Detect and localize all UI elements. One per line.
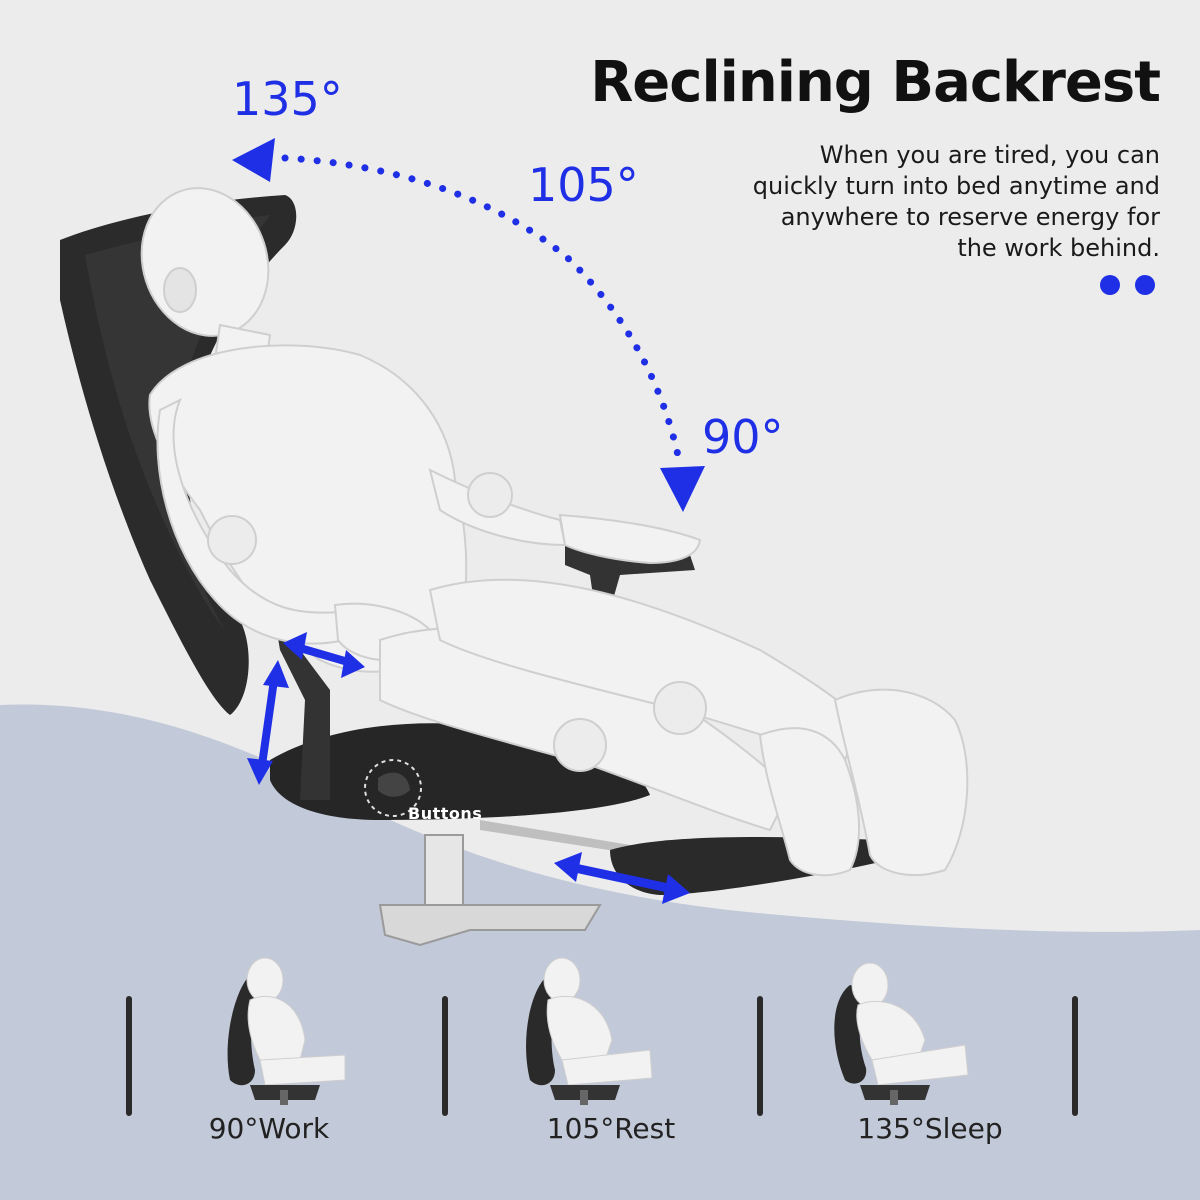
thumbnail-work: [227, 957, 346, 1105]
pagination-dot: [1135, 275, 1155, 295]
caption-sleep: 135°Sleep: [857, 1112, 1003, 1145]
divider-bar: [126, 996, 132, 1116]
angle-label-90: 90°: [702, 410, 784, 464]
chair-base: [378, 904, 602, 947]
description-text: When you are tired, you can quickly turn…: [752, 141, 1160, 262]
footrest-bar: [480, 820, 660, 858]
divider-bar: [757, 996, 763, 1116]
armrest-left: [275, 620, 365, 800]
arrow-head-135: [232, 138, 275, 182]
gas-lift: [424, 834, 464, 916]
pagination-dots: [1100, 275, 1155, 295]
divider-bar: [442, 996, 448, 1116]
dotted-arc-arrow: [232, 138, 705, 512]
buttons-highlight-circle: [364, 759, 422, 817]
caption-rest: 105°Rest: [546, 1112, 676, 1145]
divider-bars: [126, 996, 1078, 1116]
page-title: Reclining Backrest: [590, 50, 1161, 115]
double-arrow-armrest-height: [247, 660, 289, 785]
double-arrow-armrest-width: [283, 632, 365, 678]
double-arrow-footrest: [554, 852, 690, 904]
thumbnail-sleep: [834, 962, 969, 1105]
angle-label-135: 135°: [232, 72, 343, 126]
arrow-head-90: [660, 466, 705, 512]
pagination-dot: [1100, 275, 1120, 295]
angle-label-105: 105°: [528, 158, 639, 212]
caption-work: 90°Work: [208, 1112, 330, 1145]
thumbnail-rest: [526, 957, 653, 1105]
buttons-label: Buttons: [408, 804, 483, 823]
divider-bar: [1072, 996, 1078, 1116]
mannequin-figure: [140, 187, 969, 877]
